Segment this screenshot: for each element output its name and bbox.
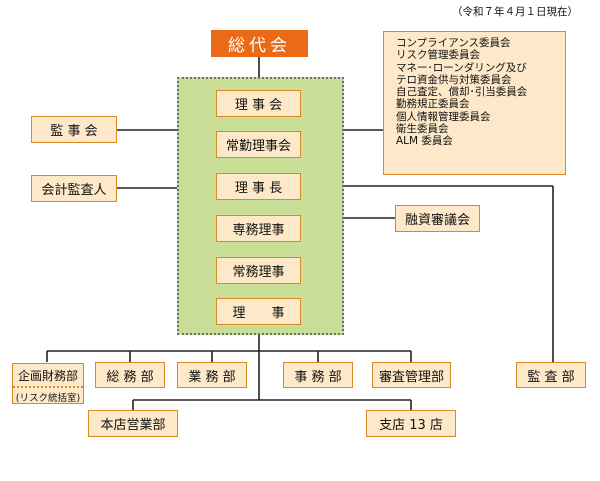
committee-item: 衛生委員会 — [396, 123, 449, 136]
director-box[interactable]: 理 事 — [216, 298, 301, 325]
standing-board-box[interactable]: 常勤理事会 — [216, 131, 301, 158]
date-note: （令和７年４月１日現在） — [452, 6, 578, 18]
head-office-branch-box[interactable]: 本店営業部 — [88, 410, 178, 437]
accounting-auditor-box[interactable]: 会計監査人 — [31, 175, 117, 202]
credit-management-dept-box[interactable]: 審査管理部 — [372, 362, 451, 388]
branches-box[interactable]: 支店 13 店 — [366, 410, 456, 437]
committee-item: 自己査定、償却･引当委員会 — [396, 86, 528, 99]
committee-item: 個人情報管理委員会 — [396, 110, 491, 123]
committee-item: リスク管理委員会 — [396, 49, 480, 62]
president-box[interactable]: 理 事 長 — [216, 173, 301, 200]
auditors-board-box[interactable]: 監 事 会 — [31, 116, 117, 143]
admin-dept-box[interactable]: 事 務 部 — [283, 362, 353, 388]
general-assembly-box[interactable]: 総代会 — [211, 30, 308, 57]
board-group-area — [177, 77, 344, 335]
risk-office-label: (リスク統括室) — [15, 392, 81, 404]
business-dept-box[interactable]: 業 務 部 — [177, 362, 247, 388]
committee-item: マネー･ローンダリング及び — [396, 61, 527, 74]
committee-item: 勤務規正委員会 — [396, 98, 470, 111]
managing-director-box[interactable]: 常務理事 — [216, 257, 301, 284]
committee-item: テロ資金供与対策委員会 — [396, 73, 512, 86]
general-affairs-dept-box[interactable]: 総 務 部 — [95, 362, 165, 388]
senior-managing-director-box[interactable]: 専務理事 — [216, 215, 301, 242]
audit-dept-box[interactable]: 監 査 部 — [516, 362, 586, 388]
loan-council-box[interactable]: 融資審議会 — [395, 205, 480, 232]
committee-item: コンプライアンス委員会 — [396, 37, 511, 49]
planning-finance-dept-label: 企画財務部 — [13, 364, 83, 388]
committee-item: ALM 委員会 — [396, 135, 453, 148]
board-of-directors-box[interactable]: 理 事 会 — [216, 90, 301, 117]
planning-finance-dept-box[interactable]: 企画財務部 (リスク統括室) — [12, 363, 84, 404]
committees-box[interactable]: コンプライアンス委員会 リスク管理委員会 マネー･ローンダリング及び テロ資金供… — [383, 31, 566, 175]
